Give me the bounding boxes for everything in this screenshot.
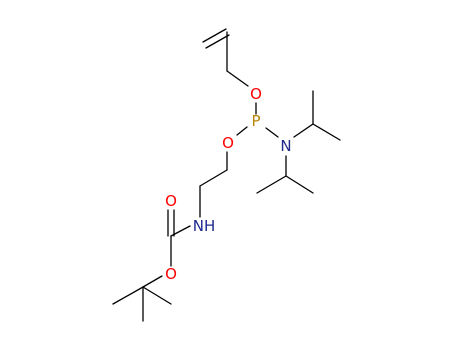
bond-ch-ch3-left <box>256 175 287 194</box>
bond-p-n <box>265 127 279 138</box>
bond-p-o-ethyl <box>236 126 248 136</box>
ethyl-linker <box>199 151 228 218</box>
bond-ch-ch3-lower-right <box>285 175 314 194</box>
atom-nh-carbamate: NH <box>193 217 216 235</box>
tert-butyl-group <box>112 286 172 322</box>
atom-o-ethyl: O <box>222 134 234 152</box>
bond-n-ch-upper <box>293 123 314 138</box>
atom-o-allyl: O <box>250 85 262 103</box>
atom-o-ester: O <box>165 265 177 283</box>
bond-tbu-ch3-left <box>112 286 144 305</box>
atom-nitrogen-amine: N <box>280 137 291 155</box>
bond-ch-ch3-right <box>312 123 341 141</box>
bond-ch2-ch2 <box>199 169 228 187</box>
bond-vinyl-double-b <box>205 34 230 49</box>
isopropyl-lower <box>256 155 314 194</box>
bond-ch2-o <box>226 70 249 87</box>
isopropyl-upper <box>293 90 341 141</box>
atom-o-carbonyl: O <box>165 192 177 210</box>
atom-phosphorus: P <box>251 112 260 130</box>
bond-o-c-tbu <box>142 275 163 288</box>
bond-vinyl-double-a <box>202 28 227 43</box>
bond-tbu-ch3-right <box>142 286 172 305</box>
carbamate-group <box>142 209 191 288</box>
allyl-group <box>202 28 249 87</box>
